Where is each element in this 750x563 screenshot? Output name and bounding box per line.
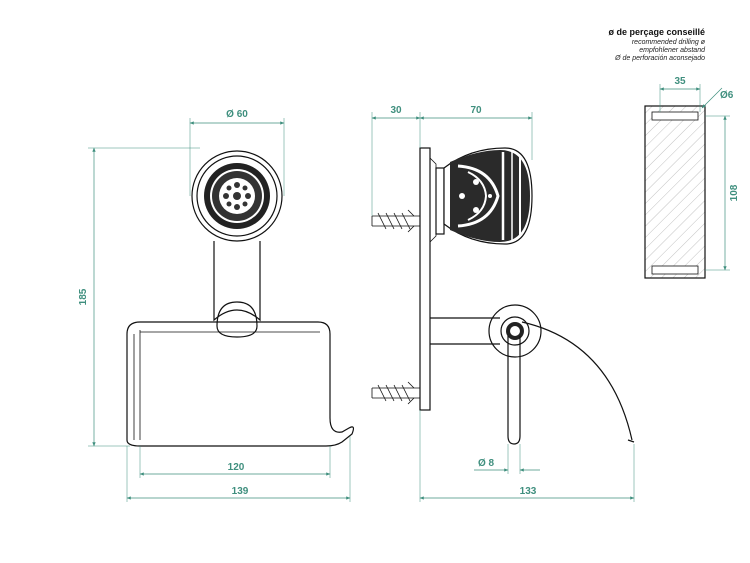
rosette [191, 150, 283, 242]
arm-knuckle [216, 301, 258, 338]
dim-outer-width: 139 [232, 486, 249, 497]
front-view [126, 150, 355, 447]
dim-knob-depth: 70 [470, 105, 482, 116]
note-line-es: Ø de perforación aconsejado [614, 55, 705, 62]
knob-neck [435, 167, 445, 235]
drill-hole-top [651, 111, 699, 121]
dim-rosette-diameter: Ø 60 [226, 109, 248, 120]
dim-wall-offset: 30 [390, 105, 402, 116]
dim-total-depth: 133 [520, 486, 537, 497]
note-title: ø de perçage conseillé [608, 27, 705, 37]
drill-hole-bottom [651, 265, 699, 275]
floral-ornament-icon [223, 182, 251, 210]
decorated-knob [443, 147, 533, 245]
dim-drill-height: 108 [729, 184, 740, 201]
note-line-en: recommended drilling ø [632, 39, 706, 46]
wall-screw-bottom [371, 381, 420, 405]
dim-drill-width: 35 [674, 76, 686, 87]
side-dimensions: 30 70 Ø 8 133 [371, 105, 635, 502]
dim-rod-diameter: Ø 8 [478, 458, 495, 469]
drilling-template: 35 Ø6 108 [644, 76, 740, 279]
paper-cover [126, 321, 355, 447]
dim-total-height: 185 [78, 288, 89, 305]
wall-plate [419, 147, 431, 411]
arm [213, 241, 261, 322]
drilling-note: ø de perçage conseillé recommended drill… [608, 27, 706, 62]
note-line-de: empfohlener abstand [639, 47, 706, 54]
rod [507, 336, 521, 445]
cover-arc [521, 321, 633, 441]
side-arm [430, 317, 500, 345]
dim-drill-hole: Ø6 [720, 90, 734, 101]
dim-inner-width: 120 [228, 462, 245, 473]
front-dimensions: Ø 60 185 120 139 [78, 109, 351, 502]
side-view [371, 147, 635, 445]
wall-screw-top [371, 209, 420, 233]
